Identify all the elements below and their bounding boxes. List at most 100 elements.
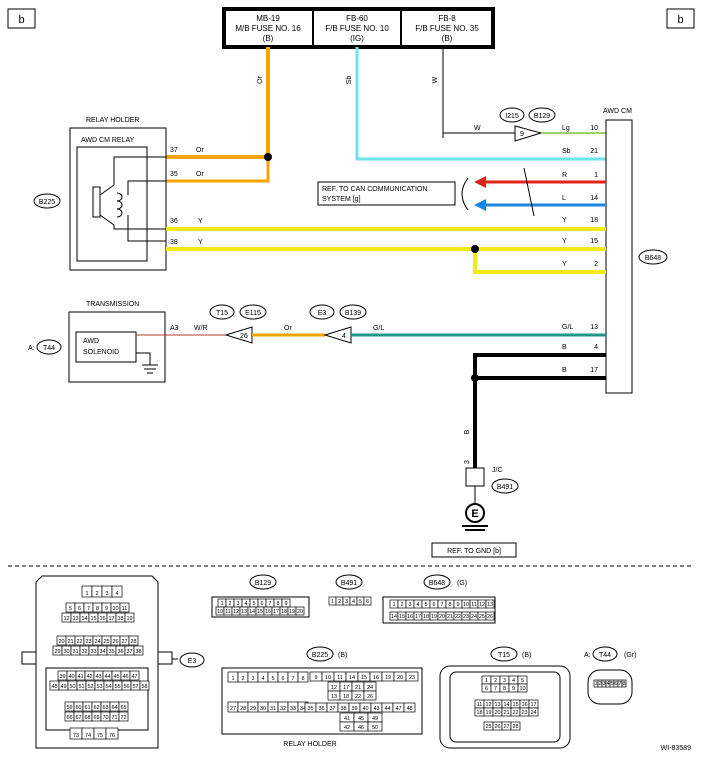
pin-cell: 22 xyxy=(512,710,518,716)
label-or-mid: Or xyxy=(284,325,292,332)
cm-pin-number: 18 xyxy=(590,217,598,224)
pin-cell: 35 xyxy=(307,706,313,712)
pin-cell: 59 xyxy=(66,705,72,711)
pin-cell: 5 xyxy=(424,602,427,608)
pin-cell: 32 xyxy=(81,649,87,655)
pin-cell: 11 xyxy=(225,609,231,615)
pin-cell: 6 xyxy=(366,599,369,605)
pin-cell: 46 xyxy=(358,725,364,731)
pin-cell: 11 xyxy=(471,602,477,608)
pin-cell: 67 xyxy=(75,715,81,721)
connector-e3-view: E3 xyxy=(188,658,197,665)
pin-3: 3 xyxy=(464,460,471,464)
connector-t44-prefix: A: xyxy=(584,652,591,659)
pin-26: 26 xyxy=(240,333,248,340)
pin-cell: 28 xyxy=(240,706,246,712)
pin-cell: 21 xyxy=(67,639,73,645)
pin-cell: 15 xyxy=(512,702,518,708)
pin-cell: 13 xyxy=(494,702,500,708)
fuse-1-line3: (B) xyxy=(263,34,274,43)
corner-label-left: b xyxy=(18,14,24,26)
pin-cell: 1 xyxy=(85,591,88,597)
pin-cell: 7 xyxy=(618,681,621,687)
fuse-2-line1: FB-60 xyxy=(346,14,368,23)
pin-cell: 55 xyxy=(114,684,120,690)
pin-cell: 33 xyxy=(290,706,296,712)
pin-cell: 3 xyxy=(602,681,605,687)
cm-pin-number: 1 xyxy=(594,172,598,179)
pin-cell: 2 xyxy=(494,678,497,684)
pin-cell: 11 xyxy=(477,702,483,708)
pin-cell: 38 xyxy=(135,649,141,655)
pin-cell: 37 xyxy=(126,649,132,655)
pin-cell: 4 xyxy=(606,681,609,687)
pin-cell: 74 xyxy=(85,733,91,739)
pin-cell: 43 xyxy=(373,706,379,712)
pin-cell: 23 xyxy=(409,675,415,681)
pin-cell: 6 xyxy=(260,601,263,607)
cm-pin-color: Lg xyxy=(562,125,570,132)
pin-cell: 19 xyxy=(289,609,295,615)
pin-cell: 61 xyxy=(84,705,90,711)
relay-pin-36: 36 xyxy=(170,218,178,225)
cm-pin-color: G/L xyxy=(562,324,573,331)
pin-cell: 39 xyxy=(59,674,65,680)
cm-pin-number: 21 xyxy=(590,148,598,155)
pin-cell: 12 xyxy=(485,702,491,708)
pin-cell: 26 xyxy=(367,694,373,700)
pin-cell: 5 xyxy=(252,601,255,607)
pin-cell: 35 xyxy=(108,649,114,655)
pin-cell: 19 xyxy=(431,614,437,620)
relay-pin-36-color: Y xyxy=(198,218,203,225)
pin-cell: 41 xyxy=(77,674,83,680)
pin-cell: 3 xyxy=(105,591,108,597)
pin-cell: 45 xyxy=(358,716,364,722)
pin-cell: 29 xyxy=(54,649,60,655)
pin-cell: 60 xyxy=(75,705,81,711)
pin-cell: 13 xyxy=(487,602,493,608)
pin-cell: 2 xyxy=(338,599,341,605)
wire-sb xyxy=(355,47,606,161)
awd-cm-box xyxy=(605,119,633,394)
pin-cell: 44 xyxy=(104,674,110,680)
pin-cell: 7 xyxy=(87,606,90,612)
pin-cell: 40 xyxy=(68,674,74,680)
fuse-1-line1: MB-19 xyxy=(256,14,280,23)
fuse-3-line1: FB-8 xyxy=(438,14,456,23)
pin-cell: 20 xyxy=(58,639,64,645)
pin-cell: 57 xyxy=(132,684,138,690)
pin-cell: 4 xyxy=(416,602,419,608)
pin-cell: 27 xyxy=(230,706,236,712)
cm-pin-number: 13 xyxy=(590,324,598,331)
pin-cell: 2 xyxy=(598,681,601,687)
pin-cell: 10 xyxy=(325,675,331,681)
pin-cell: 25 xyxy=(103,639,109,645)
pin-cell: 75 xyxy=(97,733,103,739)
pin-cell: 18 xyxy=(343,694,349,700)
pin-cell: 76 xyxy=(109,733,115,739)
pin-cell: 10 xyxy=(112,606,118,612)
pin-cell: 11 xyxy=(337,675,343,681)
label-gl: G/L xyxy=(373,325,384,332)
pin-cell: 19 xyxy=(485,710,491,716)
cm-pin-number: 15 xyxy=(590,238,598,245)
pin-cell: 4 xyxy=(261,676,264,682)
pin-cell: 8 xyxy=(622,681,625,687)
pin-cell: 24 xyxy=(367,685,373,691)
pin-cell: 24 xyxy=(94,639,100,645)
cm-pin-color: L xyxy=(562,195,566,202)
pin-cell: 12 xyxy=(479,602,485,608)
pin-cell: 40 xyxy=(362,706,368,712)
pin-cell: 63 xyxy=(102,705,108,711)
connector-b129-label: B129 xyxy=(534,113,550,120)
pin-cell: 42 xyxy=(86,674,92,680)
pin-cell: 50 xyxy=(69,684,75,690)
pin-cell: 15 xyxy=(361,675,367,681)
relay-pin-37-color: Or xyxy=(196,147,204,154)
pin-cell: 3 xyxy=(503,678,506,684)
label-a-prefix: A: xyxy=(28,345,35,352)
relay-pin-38: 38 xyxy=(170,239,178,246)
pin-cell: 10 xyxy=(217,609,223,615)
diagram-id: WI-83589 xyxy=(661,745,691,752)
pin-cell: 22 xyxy=(455,614,461,620)
